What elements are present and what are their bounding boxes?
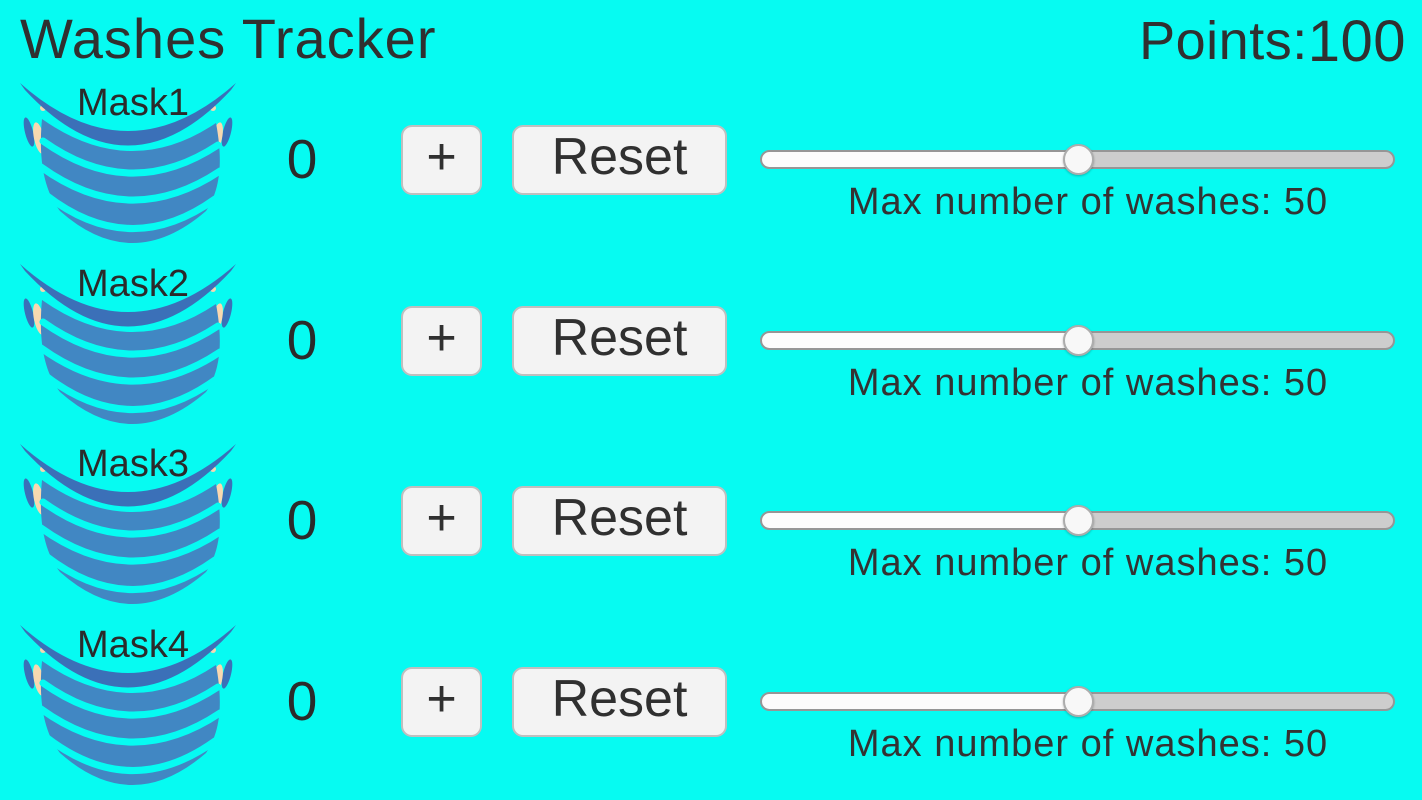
wash-count: 0 xyxy=(286,128,318,190)
slider-thumb[interactable] xyxy=(1062,686,1094,717)
mask-row: Mask3 0 + Reset Max number of washes: 50 xyxy=(0,436,1422,612)
mask-image-wrap: Mask1 xyxy=(12,75,244,251)
points-label: Points: xyxy=(1139,11,1308,71)
mask-row: Mask1 0 + Reset Max number of washes: 50 xyxy=(0,75,1422,251)
reset-button[interactable]: Reset xyxy=(512,306,727,376)
mask-image-wrap: Mask4 xyxy=(12,617,244,793)
reset-button[interactable]: Reset xyxy=(512,125,727,195)
page-title: Washes Tracker xyxy=(20,7,437,70)
points-value: 100 xyxy=(1307,9,1406,74)
wash-count: 0 xyxy=(286,670,318,732)
slider-thumb[interactable] xyxy=(1062,325,1094,356)
reset-button[interactable]: Reset xyxy=(512,667,727,737)
wash-count: 0 xyxy=(286,309,318,371)
mask-label: Mask3 xyxy=(77,443,189,485)
mask-image-wrap: Mask3 xyxy=(12,436,244,612)
mask-row: Mask4 0 + Reset Max number of washes: 50 xyxy=(0,617,1422,793)
mask-label: Mask2 xyxy=(77,263,189,305)
mask-label: Mask4 xyxy=(77,624,189,666)
increment-button[interactable]: + xyxy=(401,486,482,556)
max-washes-slider[interactable] xyxy=(760,321,1395,359)
max-washes-caption: Max number of washes: 50 xyxy=(847,181,1329,223)
mask-image-wrap: Mask2 xyxy=(12,256,244,432)
increment-button[interactable]: + xyxy=(401,306,482,376)
mask-label: Mask1 xyxy=(77,82,189,124)
max-washes-slider[interactable] xyxy=(760,140,1395,178)
max-washes-caption: Max number of washes: 50 xyxy=(847,723,1329,765)
reset-button[interactable]: Reset xyxy=(512,486,727,556)
wash-count: 0 xyxy=(286,489,318,551)
max-washes-caption: Max number of washes: 50 xyxy=(847,362,1329,404)
increment-button[interactable]: + xyxy=(401,125,482,195)
max-washes-slider[interactable] xyxy=(760,501,1395,539)
mask-row: Mask2 0 + Reset Max number of washes: 50 xyxy=(0,256,1422,432)
max-washes-slider[interactable] xyxy=(760,682,1395,720)
slider-thumb[interactable] xyxy=(1062,144,1094,175)
slider-thumb[interactable] xyxy=(1062,505,1094,536)
increment-button[interactable]: + xyxy=(401,667,482,737)
max-washes-caption: Max number of washes: 50 xyxy=(847,542,1329,584)
points-display: Points:100 xyxy=(1139,6,1406,74)
